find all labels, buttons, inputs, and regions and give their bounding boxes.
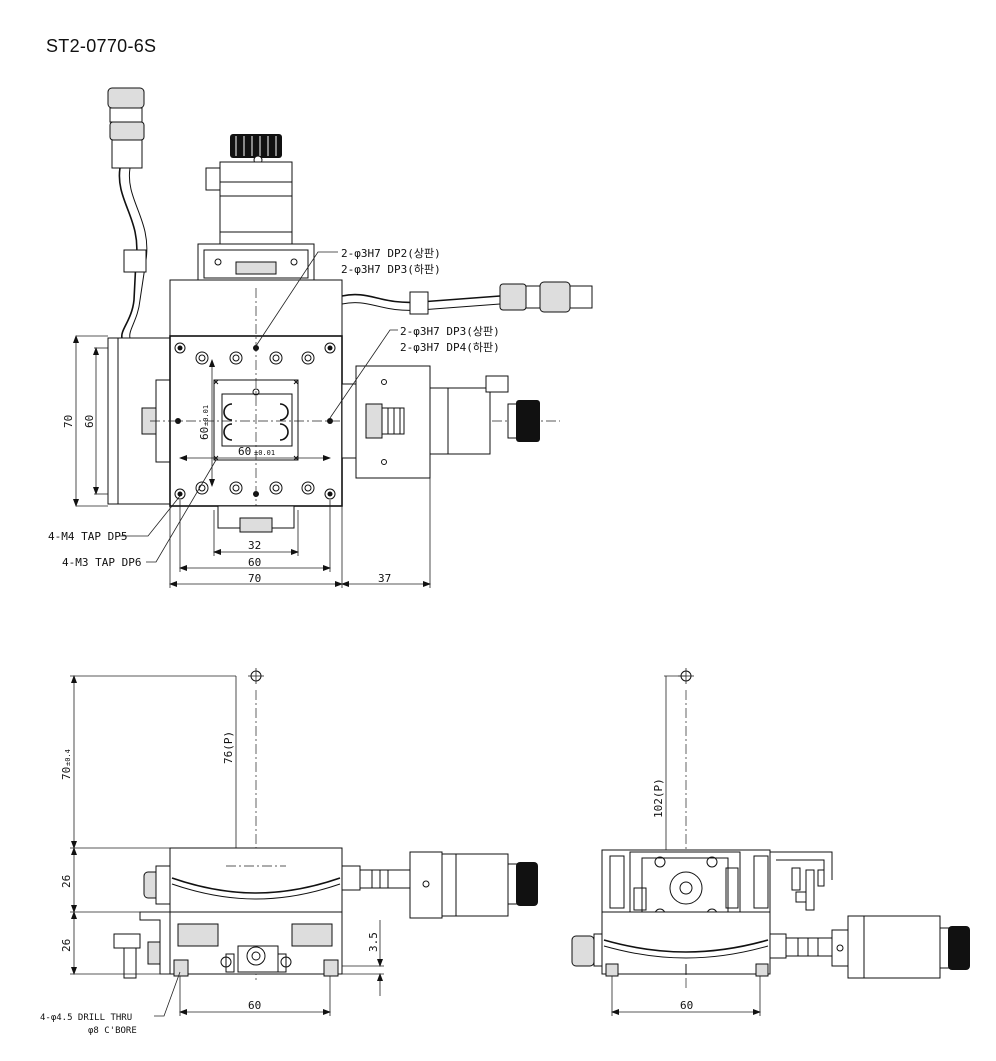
upper-motor xyxy=(197,134,315,283)
front-dimensions: 70 ±0.4 76(P) 26 26 3.5 60 4-φ4.5 DRILL … xyxy=(40,675,384,1036)
dim-70-tol: 70 xyxy=(60,767,73,780)
drawing-title: ST2-0770-6S xyxy=(46,36,157,56)
right-motor xyxy=(341,365,540,479)
dim-37: 37 xyxy=(378,572,391,585)
front-view: 70 ±0.4 76(P) 26 26 3.5 60 4-φ4.5 DRILL … xyxy=(40,668,538,1036)
left-side-block xyxy=(107,337,171,505)
front-upper-stage xyxy=(143,847,343,913)
dim-70-vertical: 70 xyxy=(62,415,75,428)
dim-76p: 76(P) xyxy=(222,731,235,764)
callout-tap-m3: 4-M3 TAP DP6 xyxy=(62,556,141,569)
upper-cable xyxy=(107,87,148,339)
dim-26-lower: 26 xyxy=(60,939,73,952)
dim-3-5: 3.5 xyxy=(367,932,380,952)
dim-26-upper: 26 xyxy=(60,875,73,888)
dim-70-tol-sub: ±0.4 xyxy=(64,749,72,766)
callout-upper-line1: 2-φ3H7 DP2(상판) xyxy=(341,247,441,260)
side-dimensions: 60 xyxy=(611,976,761,1016)
side-upper-stage xyxy=(601,849,833,931)
side-view: 102(P) xyxy=(571,668,970,1016)
front-right-motor xyxy=(341,851,538,919)
dim-60-inner-horizontal: 60 xyxy=(238,445,251,458)
callout-right-line1: 2-φ3H7 DP3(상판) xyxy=(400,325,500,338)
front-dim-60: 60 xyxy=(248,999,261,1012)
dim-60-inner-horizontal-tol: ±0.01 xyxy=(254,449,275,457)
dim-102p: 102(P) xyxy=(652,778,665,818)
callout-right-line2: 2-φ3H7 DP4(하판) xyxy=(400,340,500,354)
callout-drill: 4-φ4.5 DRILL THRU xyxy=(40,1013,132,1023)
dim-70-bottom: 70 xyxy=(248,572,261,585)
callout-upper-line2: 2-φ3H7 DP3(하판) xyxy=(341,262,441,276)
dim-60-vertical: 60 xyxy=(83,415,96,428)
callout-tap-m4: 4-M4 TAP DP5 xyxy=(48,530,127,543)
top-callouts: 2-φ3H7 DP2(상판) 2-φ3H7 DP3(하판) 2-φ3H7 DP3… xyxy=(48,247,500,569)
dim-60-inner-vertical-tol: ±0.01 xyxy=(202,405,210,426)
callout-cbore: φ8 C'BORE xyxy=(88,1026,137,1036)
dim-32: 32 xyxy=(248,539,261,552)
side-lower-stage xyxy=(571,911,970,979)
front-lower-stage xyxy=(113,911,343,979)
right-cable xyxy=(341,281,593,315)
main-plate xyxy=(150,288,560,533)
top-view: 2-φ3H7 DP2(상판) 2-φ3H7 DP3(하판) 2-φ3H7 DP3… xyxy=(48,87,593,588)
top-dimensions: 70 60 60 ±0.01 60 ±0.01 32 60 70 3 xyxy=(62,335,431,588)
dim-60-bottom: 60 xyxy=(248,556,261,569)
dim-60-inner-vertical: 60 xyxy=(198,427,211,440)
side-dim-60: 60 xyxy=(680,999,693,1012)
